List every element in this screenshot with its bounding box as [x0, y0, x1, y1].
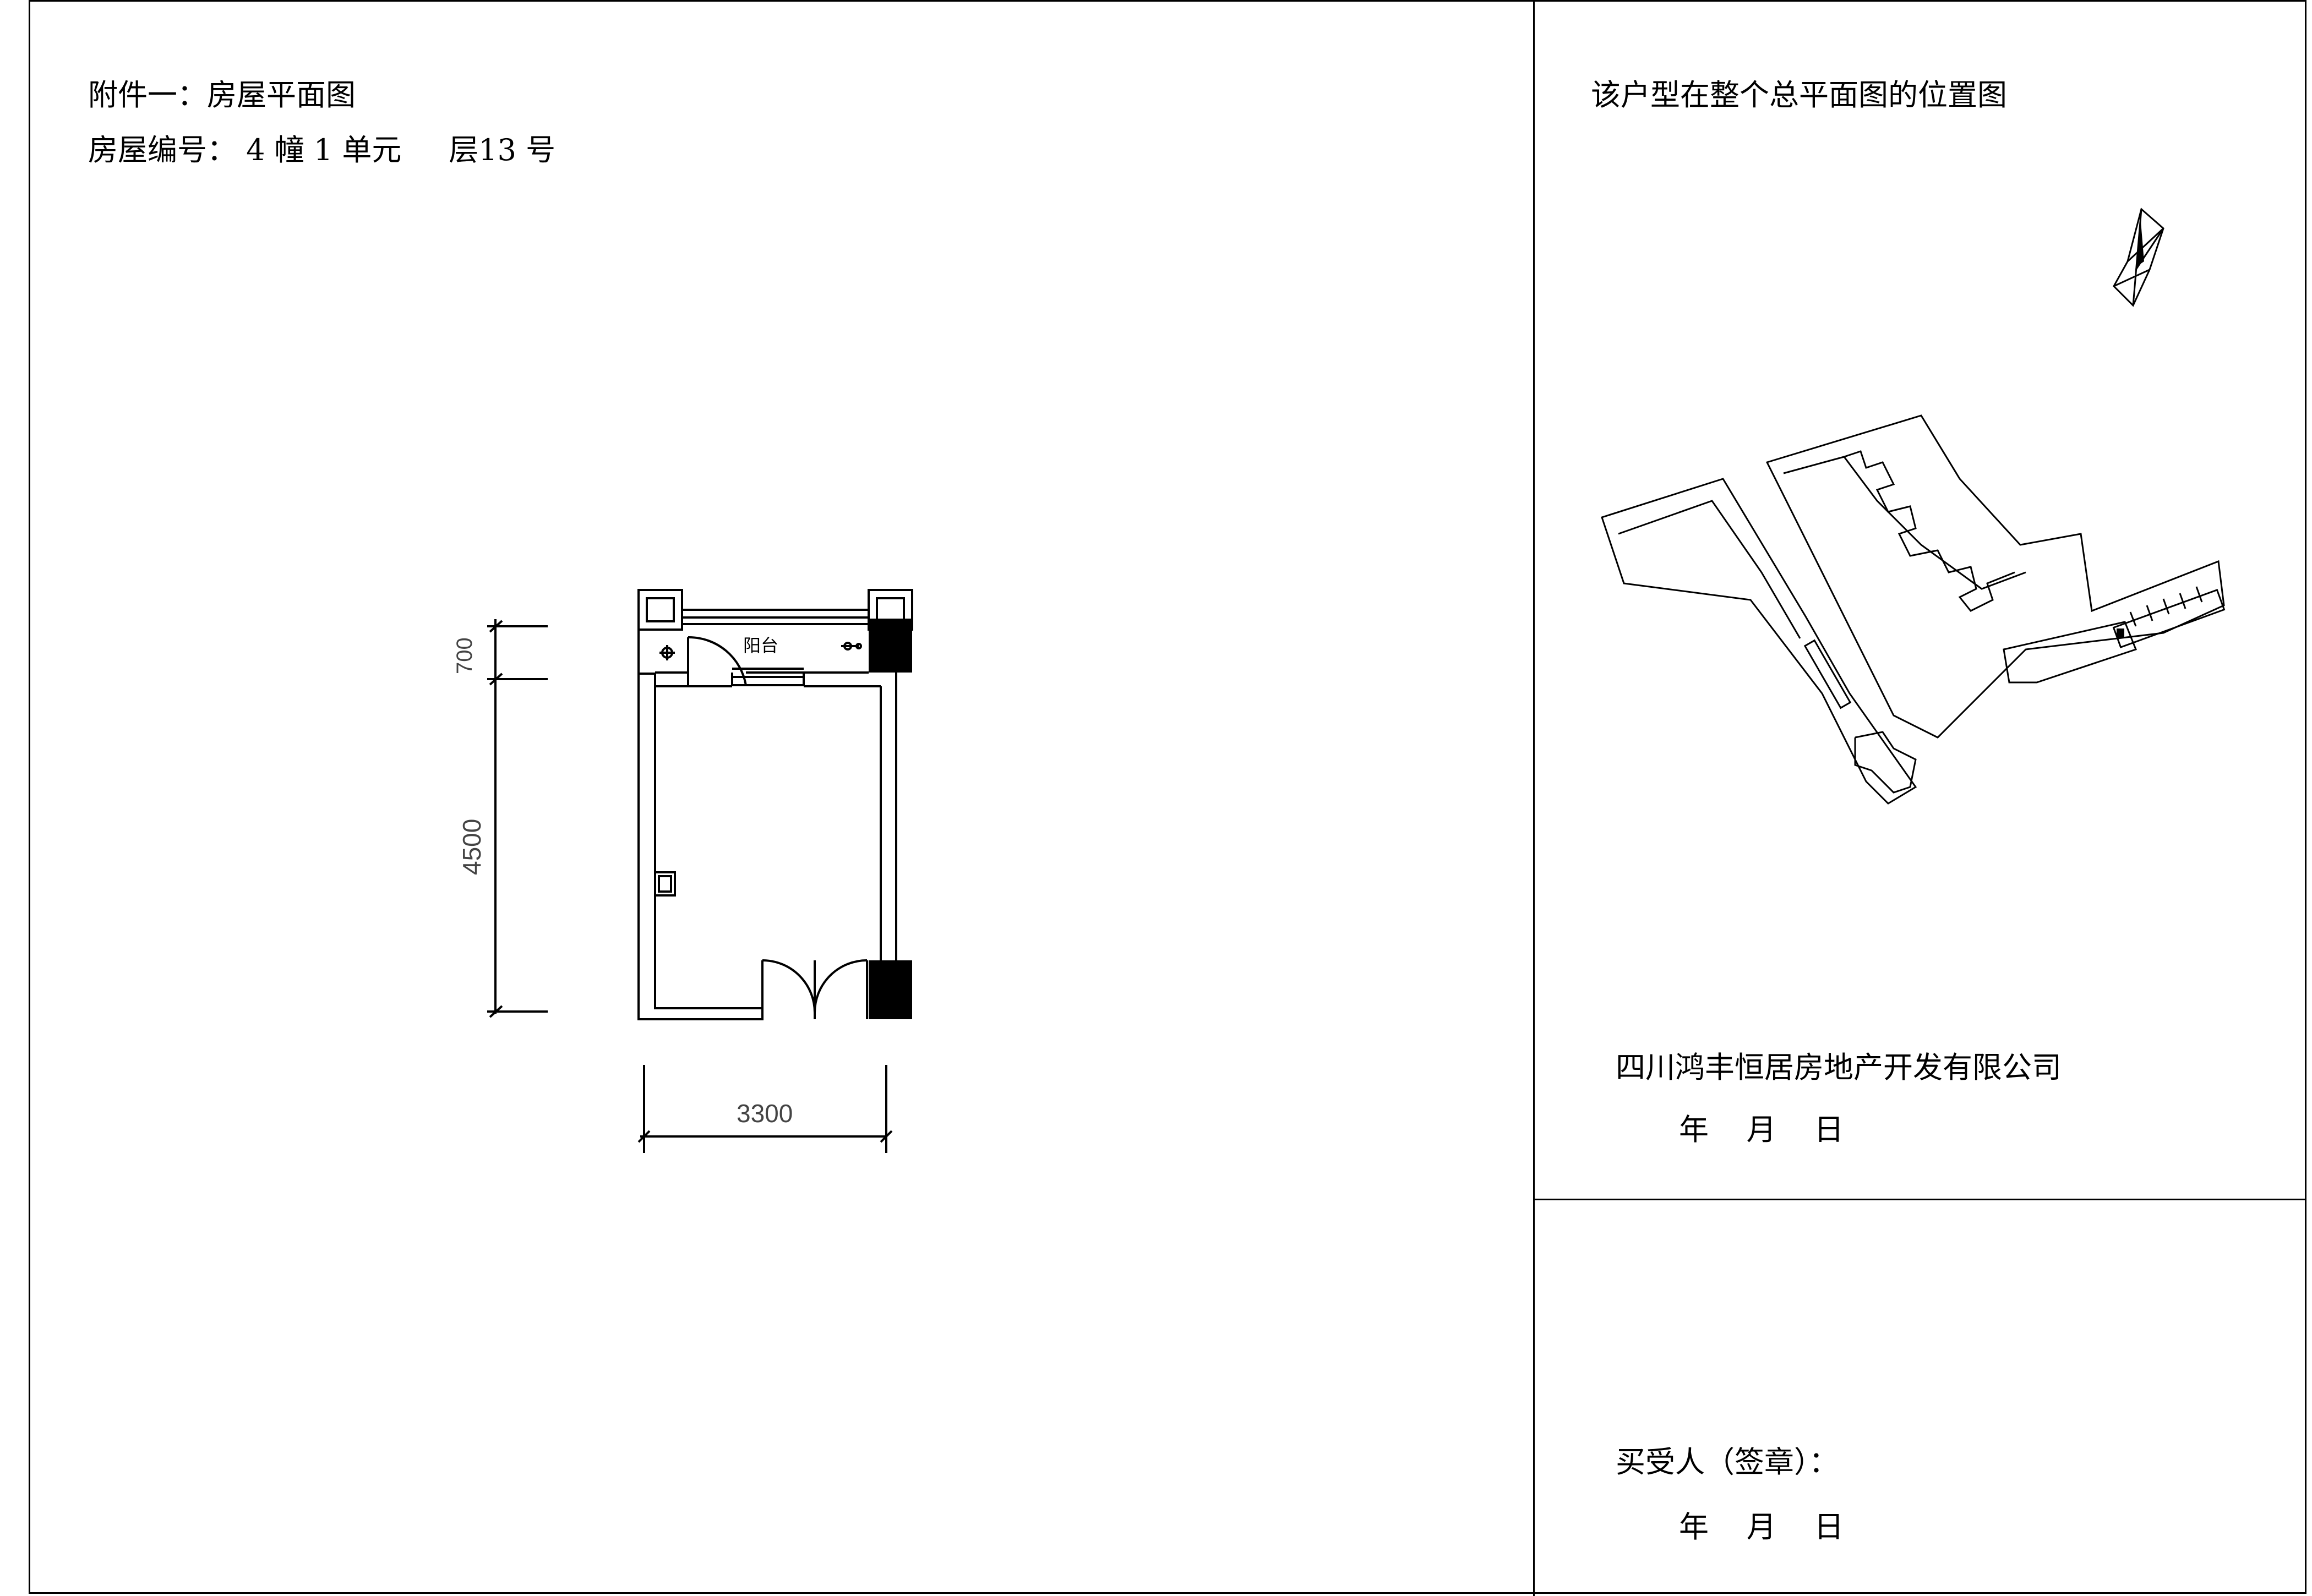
dim-room-depth: 4500 [457, 818, 486, 875]
buyer-signature-label: 买受人（签章）： [1616, 1445, 1839, 1479]
floor-plan [487, 589, 913, 1153]
dim-balcony-depth: 700 [452, 637, 477, 674]
balcony-label: 阳台 [743, 635, 779, 656]
drawing-frame [29, 0, 2306, 1594]
house-no-label: 房屋编号： [88, 133, 237, 167]
floor-label: 层 [449, 133, 479, 167]
room-number: 13 [478, 133, 516, 167]
north-arrow-icon [2113, 207, 2164, 307]
unit-location-marker [2117, 628, 2124, 638]
unit-number: 1 [313, 133, 333, 167]
developer-date: 年 月 日 [1679, 1112, 1844, 1147]
divider-horizontal [1533, 1199, 2306, 1200]
column-top-left [637, 589, 683, 631]
site-plan-map [1601, 414, 2226, 805]
divider-vertical [1533, 0, 1535, 1596]
dim-width: 3300 [737, 1099, 793, 1128]
buyer-date: 年 月 日 [1679, 1510, 1844, 1544]
attachment-title: 附件一：房屋平面图 [88, 78, 356, 112]
room-label: 号 [526, 133, 556, 167]
house-number-row: 房屋编号： 4 幢 1 单元 层13 号 [88, 125, 555, 169]
site-plan-title: 该户型在整个总平面图的位置图 [1591, 78, 2007, 112]
column-fill-lower [869, 960, 912, 1019]
unit-label: 单元 [342, 133, 402, 167]
column-fill-upper [869, 619, 912, 673]
building-unit-label: 幢 [274, 133, 304, 167]
building-number: 4 [246, 133, 265, 167]
developer-company: 四川鸿丰恒居房地产开发有限公司 [1616, 1050, 2062, 1085]
